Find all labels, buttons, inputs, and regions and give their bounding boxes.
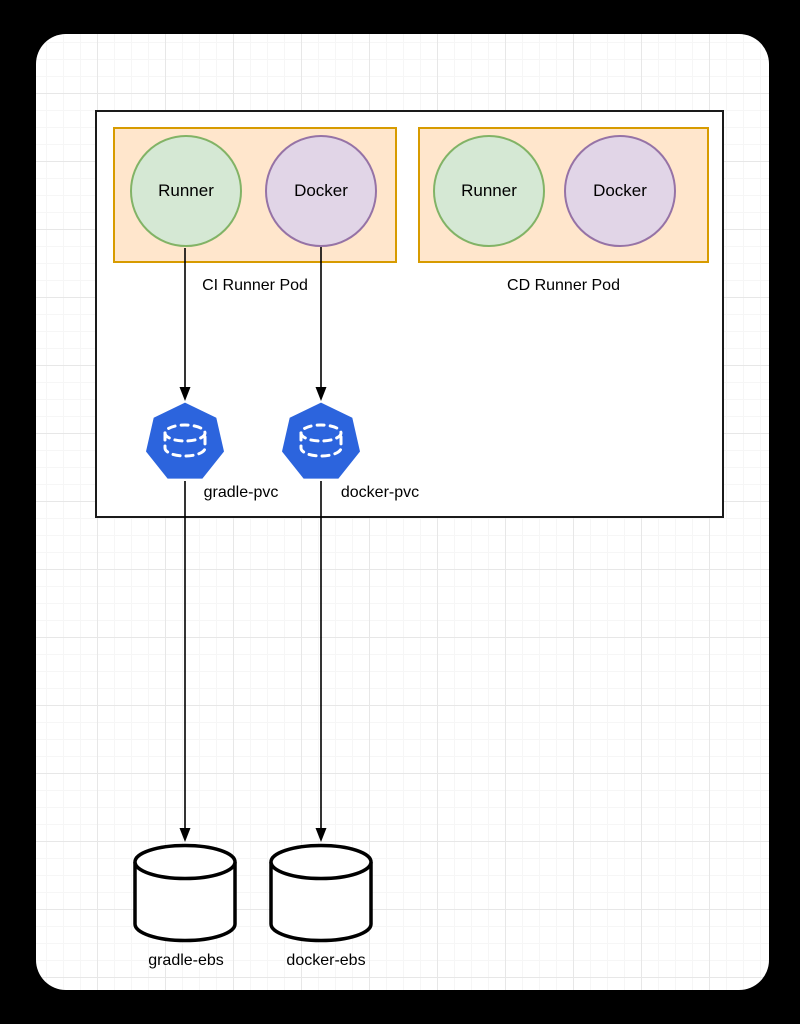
- ebs-gradle-cylinder: [133, 843, 237, 943]
- container-docker-cd: Docker: [564, 135, 676, 247]
- arrowhead-gradle-ebs: [179, 828, 191, 842]
- container-docker-ci-label: Docker: [294, 181, 348, 200]
- container-runner-ci: Runner: [130, 135, 242, 247]
- container-runner-cd: Runner: [433, 135, 545, 247]
- container-docker-ci: Docker: [265, 135, 377, 247]
- pvc-gradle-icon: [146, 402, 224, 479]
- pvc-gradle-label: gradle-pvc: [203, 484, 279, 501]
- cylinder-top: [269, 843, 373, 881]
- pvc-volume-glyph: [163, 423, 207, 458]
- pvc-heptagon: [146, 402, 224, 479]
- ebs-docker-cylinder: [269, 843, 373, 943]
- cylinder-body: [269, 862, 373, 943]
- pod-ci-runner-label: CI Runner Pod: [202, 277, 308, 294]
- pvc-docker-icon: [282, 402, 360, 479]
- pvc-volume-glyph: [299, 423, 343, 458]
- pvc-docker-label: docker-pvc: [340, 484, 420, 501]
- container-runner-cd-label: Runner: [461, 181, 517, 200]
- diagram-canvas: Runner Docker Runner Docker CI Runner Po…: [36, 34, 769, 990]
- arrowhead-docker-ebs: [315, 828, 327, 842]
- pod-cd-runner-label: CD Runner Pod: [507, 277, 620, 294]
- container-docker-cd-label: Docker: [593, 181, 647, 200]
- cylinder-top: [133, 843, 237, 881]
- cylinder-body: [133, 862, 237, 943]
- ebs-gradle-label: gradle-ebs: [148, 952, 224, 969]
- ebs-docker-label: docker-ebs: [286, 952, 366, 969]
- pvc-heptagon: [282, 402, 360, 479]
- container-runner-ci-label: Runner: [158, 181, 214, 200]
